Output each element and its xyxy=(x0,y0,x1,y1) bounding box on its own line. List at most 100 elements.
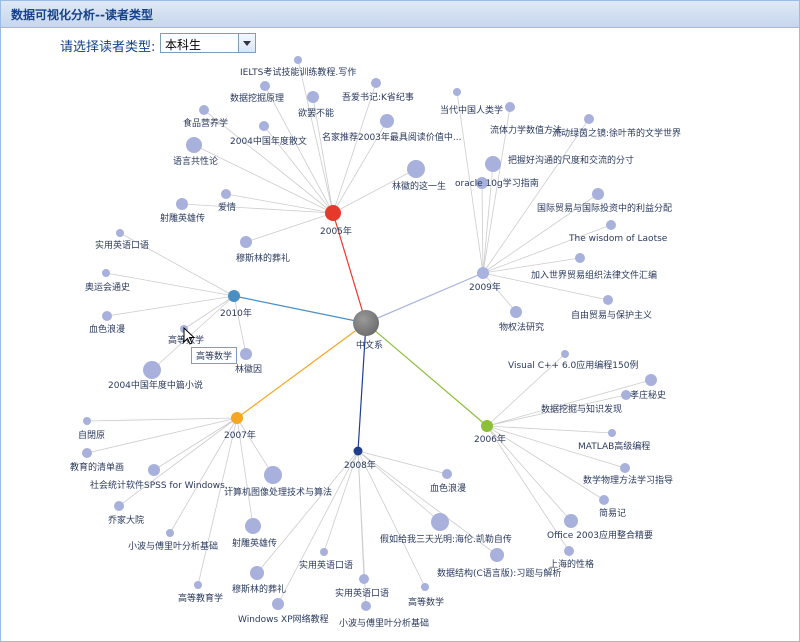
year-node-2008[interactable] xyxy=(353,446,363,456)
reader-type-label: 请选择读者类型: xyxy=(60,40,156,55)
book-node[interactable] xyxy=(371,78,381,88)
book-label: 社会统计软件SPSS for Windows... xyxy=(90,479,233,491)
book-node[interactable] xyxy=(431,513,449,531)
book-node[interactable] xyxy=(606,220,616,230)
book-node[interactable] xyxy=(505,102,515,112)
book-node[interactable] xyxy=(476,177,488,189)
book-node[interactable] xyxy=(564,546,574,556)
year-label-2005: 2005年 xyxy=(320,225,352,237)
center-label: 中文系 xyxy=(356,339,383,351)
year-label-2006: 2006年 xyxy=(474,433,506,445)
book-node[interactable] xyxy=(194,581,202,589)
book-node[interactable] xyxy=(259,121,269,131)
leaf-edge xyxy=(181,203,334,214)
book-node[interactable] xyxy=(490,548,504,562)
book-node[interactable] xyxy=(453,88,461,96)
book-label: 上海的性格 xyxy=(549,558,594,570)
year-label-2010: 2010年 xyxy=(220,307,252,319)
book-label: 穆斯林的葬礼 xyxy=(232,583,286,595)
book-node[interactable] xyxy=(199,105,209,115)
book-node[interactable] xyxy=(561,350,569,358)
book-label: 数据挖掘原理 xyxy=(230,92,284,104)
book-node[interactable] xyxy=(186,137,202,153)
book-node[interactable] xyxy=(221,189,231,199)
book-node[interactable] xyxy=(584,114,594,124)
book-label: 射雕英雄传 xyxy=(160,212,205,224)
book-node[interactable] xyxy=(102,311,112,321)
book-node[interactable] xyxy=(260,81,270,91)
book-node[interactable] xyxy=(166,529,174,537)
book-label: 爱情 xyxy=(218,201,236,213)
year-node-2007[interactable] xyxy=(231,412,243,424)
book-label: 数据挖掘与知识发现 xyxy=(541,403,622,415)
book-node[interactable] xyxy=(307,91,319,103)
leaf-edge xyxy=(357,450,448,475)
book-node[interactable] xyxy=(407,160,425,178)
book-node[interactable] xyxy=(359,574,369,584)
book-node[interactable] xyxy=(510,306,522,318)
leaf-edge xyxy=(225,193,334,214)
book-node[interactable] xyxy=(250,566,264,580)
book-node[interactable] xyxy=(245,518,261,534)
book-node[interactable] xyxy=(564,514,578,528)
book-label: 射雕英雄传 xyxy=(232,537,277,549)
book-label: 食品营养学 xyxy=(183,117,228,129)
book-node[interactable] xyxy=(575,253,585,263)
book-label: Visual C++ 6.0应用编程150例 xyxy=(508,359,638,371)
labels-layer: IELTS考试技能训练教程.写作数据挖掘原理欲罢不能吾爱书记:K省纪事食品营养学… xyxy=(70,66,681,629)
book-node[interactable] xyxy=(603,295,613,305)
book-node[interactable] xyxy=(114,501,124,511)
book-node[interactable] xyxy=(272,598,284,610)
leaf-edge xyxy=(297,59,334,214)
leaf-edge xyxy=(245,212,334,243)
book-label: 语言共性论 xyxy=(173,155,218,167)
book-node[interactable] xyxy=(102,269,110,277)
year-node-2010[interactable] xyxy=(228,290,240,302)
book-label: 高等教育学 xyxy=(178,592,223,604)
book-node[interactable] xyxy=(442,469,452,479)
book-node[interactable] xyxy=(320,548,328,556)
leaf-edge xyxy=(332,168,417,214)
year-node-2009[interactable] xyxy=(477,267,489,279)
book-node[interactable] xyxy=(608,429,616,437)
chevron-down-icon xyxy=(243,41,251,46)
leaf-edge xyxy=(312,96,334,214)
book-node[interactable] xyxy=(240,348,252,360)
leaf-edge xyxy=(106,295,235,317)
book-node[interactable] xyxy=(621,390,631,400)
book-node[interactable] xyxy=(421,583,429,591)
book-node[interactable] xyxy=(143,361,161,379)
leaf-edge xyxy=(264,85,334,214)
reader-type-select[interactable]: 本科生 xyxy=(160,33,256,53)
book-node[interactable] xyxy=(380,114,394,128)
book-node[interactable] xyxy=(176,198,188,210)
book-node[interactable] xyxy=(485,156,501,172)
edges-layer xyxy=(86,59,652,607)
leaf-edge xyxy=(486,425,626,469)
book-node[interactable] xyxy=(361,601,371,611)
dropdown-trigger[interactable] xyxy=(238,34,255,52)
book-node[interactable] xyxy=(83,417,91,425)
hub-edge-2007 xyxy=(236,322,367,419)
leaf-edge xyxy=(332,82,377,214)
book-node[interactable] xyxy=(148,464,160,476)
book-node[interactable] xyxy=(294,56,302,64)
book-node[interactable] xyxy=(116,229,124,237)
book-label: oracle 10g学习指南 xyxy=(455,177,539,189)
year-node-2006[interactable] xyxy=(481,420,493,432)
year-node-2005[interactable] xyxy=(325,205,341,221)
book-node[interactable] xyxy=(620,463,630,473)
nodes-layer xyxy=(82,56,657,611)
book-node[interactable] xyxy=(264,466,282,484)
book-node[interactable] xyxy=(645,374,657,386)
book-node[interactable] xyxy=(240,236,252,248)
hub-edge-2005 xyxy=(332,212,367,324)
center-node[interactable] xyxy=(353,310,379,336)
book-node[interactable] xyxy=(599,495,609,505)
leaf-edge xyxy=(486,425,570,552)
book-label: 流动绿茵之镜:徐叶芾的文学世界 xyxy=(552,127,681,139)
book-node[interactable] xyxy=(82,448,92,458)
book-node[interactable] xyxy=(592,188,604,200)
leaf-edge xyxy=(481,182,484,274)
leaf-edge xyxy=(118,417,238,507)
